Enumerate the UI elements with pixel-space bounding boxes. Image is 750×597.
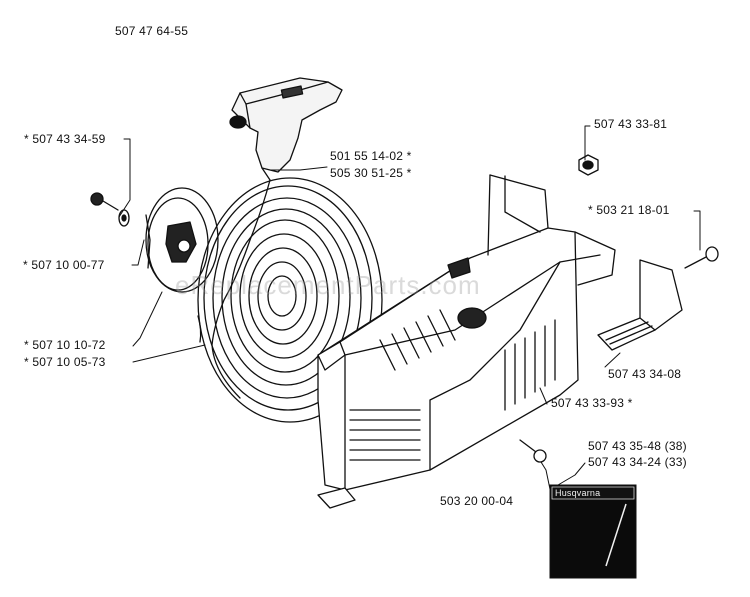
housing-nut bbox=[579, 155, 598, 175]
bracket-plate bbox=[598, 260, 682, 350]
starter-rope bbox=[212, 180, 270, 398]
part-label: * 503 21 18-01 bbox=[588, 203, 670, 217]
assembly-number: 507 47 64-55 bbox=[115, 24, 189, 38]
part-label: * 507 10 10-72 bbox=[24, 338, 106, 352]
part-label: 501 55 14-02 * bbox=[330, 149, 412, 163]
side-screw bbox=[685, 247, 718, 268]
starter-housing bbox=[318, 175, 615, 508]
watermark: eReplacementParts.com bbox=[175, 270, 481, 300]
part-label: 507 43 34-24 (33) bbox=[588, 455, 687, 469]
part-label: * 507 43 34-59 bbox=[24, 132, 106, 146]
part-label: * 507 10 05-73 bbox=[24, 355, 106, 369]
bottom-screw bbox=[520, 440, 546, 462]
decal-brand: Husqvarna bbox=[555, 488, 601, 498]
pulley-screw bbox=[91, 193, 118, 210]
part-label: 507 43 33-93 * bbox=[551, 396, 633, 410]
part-label: 505 30 51-25 * bbox=[330, 166, 412, 180]
part-label: 507 43 35-48 (38) bbox=[588, 439, 687, 453]
recoil-spring bbox=[198, 178, 382, 422]
part-label: 507 43 34-08 bbox=[608, 367, 682, 381]
decal bbox=[550, 485, 636, 578]
part-label: * 507 10 00-77 bbox=[23, 258, 105, 272]
part-label: 503 20 00-04 bbox=[440, 494, 514, 508]
leader-lines bbox=[119, 126, 700, 494]
starter-handle bbox=[230, 78, 342, 180]
part-label: 507 43 33-81 bbox=[594, 117, 668, 131]
rope-pulley bbox=[146, 188, 218, 292]
